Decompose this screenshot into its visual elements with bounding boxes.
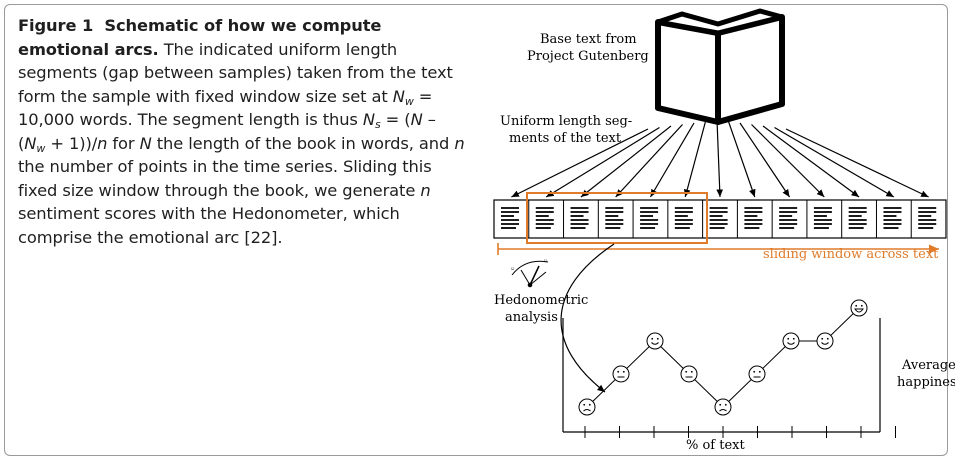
text-strip — [493, 199, 947, 239]
var-n-small: n — [97, 133, 108, 153]
face-point-sad — [714, 398, 732, 416]
caption-text: for — [107, 133, 140, 153]
analysis-arrow — [560, 243, 615, 393]
segment-arrow — [615, 124, 683, 198]
text-segment — [744, 207, 763, 229]
text-segment — [570, 207, 589, 229]
sub-w: w — [36, 141, 46, 155]
text-segment — [501, 207, 519, 229]
caption-text: = 10,000 words. The segment length is th… — [18, 86, 433, 130]
caption-text: = ( — [380, 110, 411, 129]
segment-arrow — [716, 119, 724, 198]
text-segment — [813, 207, 832, 229]
text-segment — [848, 207, 867, 229]
figure-frame — [4, 4, 948, 456]
segments-label-line2: ments of the text — [509, 131, 622, 146]
emotional-arc — [578, 299, 868, 416]
segment-arrow — [545, 126, 660, 198]
sub-s: s — [374, 118, 381, 131]
segment-arrows — [511, 119, 929, 198]
face-point-sad — [578, 398, 596, 416]
var-n-small: n — [420, 180, 431, 200]
book-label-line1: Base text from — [540, 32, 637, 47]
caption-text: – ( — [18, 110, 436, 153]
figure-label: Figure 1 — [18, 16, 94, 35]
svg-text:☺: ☺ — [543, 259, 548, 264]
face-point-neutral — [748, 365, 766, 383]
y-label-line2: happiness — [897, 375, 955, 390]
segment-arrow — [785, 128, 929, 198]
segments-label-line1: Uniform length seg- — [500, 114, 632, 129]
caption-text: the length of the book in words, and — [151, 133, 455, 153]
text-segment — [605, 207, 624, 229]
segment-arrow — [751, 124, 825, 198]
y-label-line1: Average — [901, 358, 955, 373]
segment-arrow — [580, 125, 672, 198]
sliding-window — [526, 192, 708, 244]
segment-arrow — [774, 126, 895, 198]
segment-arrow — [762, 125, 860, 198]
hedonometer-label-line2: analysis — [505, 310, 558, 325]
var-n: N — [24, 133, 37, 153]
caption-title: Schematic of how we compute emotional ar… — [18, 16, 382, 59]
text-segment — [535, 207, 554, 229]
var-n: N — [410, 110, 423, 129]
segment-arrow — [683, 121, 707, 198]
arc-line — [586, 307, 860, 408]
var-n: N — [139, 133, 152, 153]
sub-w: w — [404, 94, 414, 108]
book-label-line2: Project Gutenberg — [527, 49, 649, 64]
text-segment — [918, 207, 937, 229]
text-segments — [501, 200, 937, 238]
sliding-label: sliding window across text — [763, 247, 939, 262]
var-n: N — [362, 110, 375, 129]
segment-arrow — [649, 122, 695, 198]
segment-arrow — [511, 128, 649, 198]
caption-text: sentiment scores with the Hedonometer, w… — [18, 204, 400, 247]
face-point-happy — [782, 332, 800, 350]
book-icon — [655, 8, 785, 125]
text-segment — [779, 207, 798, 229]
hedonometer-icon: ☺ ☺ — [510, 259, 548, 288]
text-segment — [640, 207, 659, 229]
face-point-very-happy — [850, 299, 868, 317]
figure-caption: Figure 1 Schematic of how we compute emo… — [18, 14, 466, 249]
text-segment — [674, 207, 693, 229]
segment-arrow — [739, 122, 791, 198]
x-label: % of text — [686, 438, 746, 453]
x-ticks — [584, 426, 896, 438]
face-point-neutral — [680, 365, 698, 383]
text-segment — [883, 207, 902, 229]
svg-text:☺: ☺ — [510, 267, 515, 272]
caption-text: The indicated uniform length segments (g… — [18, 39, 453, 106]
var-n: N — [392, 86, 405, 106]
face-point-happy — [646, 332, 664, 350]
text-segment — [709, 207, 728, 229]
caption-text: + 1))/ — [45, 133, 98, 153]
segment-arrow — [727, 121, 756, 198]
hedonometer-label-line1: Hedonometric — [494, 293, 588, 308]
face-point-happy — [816, 332, 834, 350]
var-n-small: n — [454, 133, 465, 153]
face-point-neutral — [612, 365, 630, 383]
caption-text: the number of points in the time series.… — [18, 157, 432, 200]
